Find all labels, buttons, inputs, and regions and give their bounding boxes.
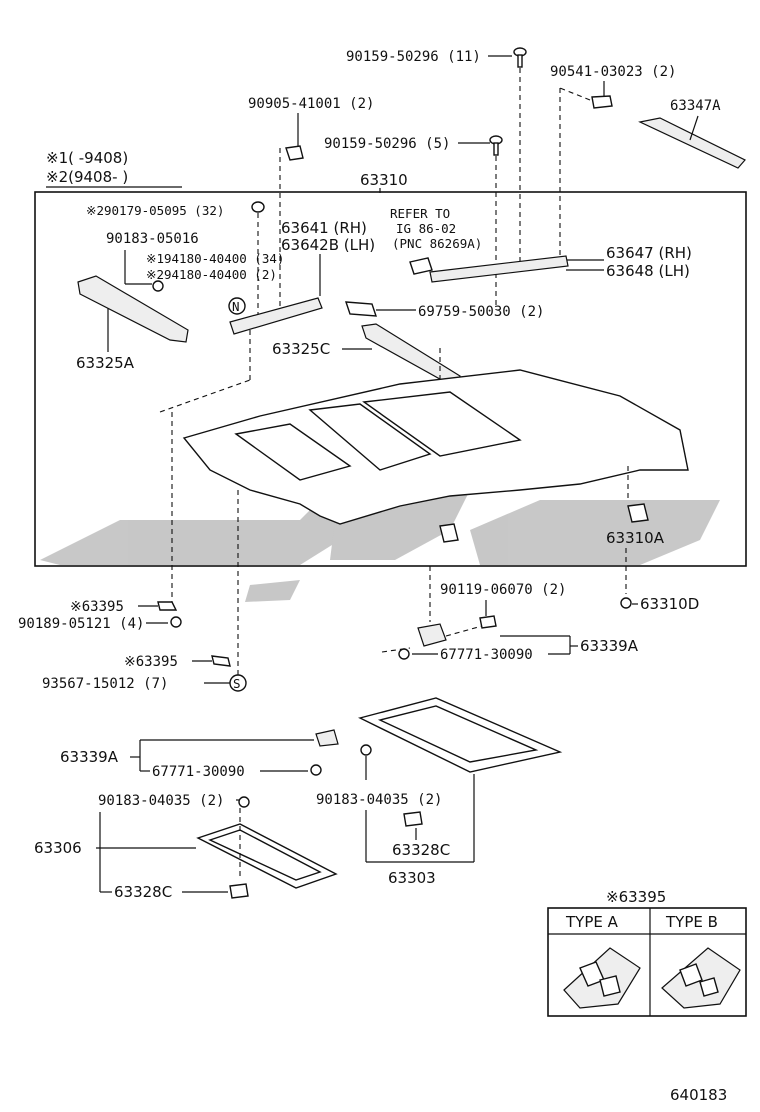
label-63306: 63306 bbox=[34, 839, 82, 857]
screw-icon bbox=[479, 615, 497, 629]
roof-headlining-63310 bbox=[182, 369, 689, 525]
weatherstrip-63347A bbox=[638, 117, 746, 169]
label-90189-05121: 90189-05121 (4) bbox=[18, 616, 144, 632]
label-63325A: 63325A bbox=[76, 354, 135, 372]
label-63303: 63303 bbox=[388, 869, 436, 887]
clip-icon bbox=[403, 811, 423, 827]
label-90183-04035-a: 90183-04035 (2) bbox=[98, 793, 224, 809]
sunroof-opening bbox=[234, 423, 352, 481]
clip-icon bbox=[310, 764, 322, 776]
note-2: ※2(9408- ) bbox=[46, 168, 128, 186]
screw-icon bbox=[513, 47, 527, 68]
clip-icon bbox=[627, 503, 649, 523]
label-90159-50296-11: 90159-50296 (11) bbox=[346, 49, 481, 65]
clip-icon bbox=[238, 796, 250, 808]
label-94180-34: ※194180-40400 (34) bbox=[146, 251, 284, 266]
leader-line bbox=[159, 379, 251, 413]
type-a-clip-icon bbox=[563, 947, 641, 1009]
refer-line-3: (PNC 86269A) bbox=[392, 236, 482, 251]
leader-line bbox=[559, 87, 591, 101]
label-63310: 63310 bbox=[360, 171, 408, 189]
type-a-label: TYPE A bbox=[565, 913, 619, 931]
label-90159-50296-5: 90159-50296 (5) bbox=[324, 136, 450, 152]
clip-icon bbox=[157, 601, 178, 611]
clip-icon bbox=[285, 145, 304, 161]
label-90183-05016: 90183-05016 bbox=[106, 231, 199, 247]
clip-icon bbox=[360, 744, 372, 756]
leader-line bbox=[381, 647, 411, 653]
bracket-63325A bbox=[77, 275, 189, 343]
leader-line bbox=[445, 625, 483, 637]
circle-s-label: S bbox=[233, 676, 241, 691]
clip-icon bbox=[152, 280, 164, 292]
refer-line-2: IG 86-02 bbox=[396, 221, 456, 236]
label-63395-2: ※63395 bbox=[124, 654, 178, 670]
label-67771-2: 67771-30090 bbox=[152, 764, 245, 780]
label-63310D: 63310D bbox=[640, 595, 699, 613]
label-63328C-a: 63328C bbox=[114, 883, 172, 901]
clip-icon bbox=[620, 597, 632, 609]
assembly-frame bbox=[34, 191, 747, 567]
type-table-title: ※63395 bbox=[606, 888, 666, 906]
sunshade-panel-63306 bbox=[196, 823, 338, 889]
label-63642B: 63642B (LH) bbox=[281, 236, 375, 254]
clip-icon bbox=[591, 95, 613, 109]
label-67771-1: 67771-30090 bbox=[440, 647, 533, 663]
label-94180-2: ※294180-40400 (2) bbox=[146, 267, 277, 282]
label-90541-03023: 90541-03023 (2) bbox=[550, 64, 676, 80]
label-63641: 63641 (RH) bbox=[281, 219, 367, 237]
label-63347A: 63347A bbox=[670, 98, 721, 114]
retainer-icon bbox=[409, 257, 433, 275]
watermark-logo bbox=[40, 490, 720, 602]
clip-icon bbox=[229, 883, 249, 899]
drip-molding-strip bbox=[429, 255, 569, 283]
assist-grip-holder bbox=[417, 623, 447, 647]
label-69759: 69759-50030 (2) bbox=[418, 304, 544, 320]
diagram-number: 640183 bbox=[670, 1086, 727, 1104]
circle-n-label: N bbox=[232, 299, 240, 314]
label-90905-41001: 90905-41001 (2) bbox=[248, 96, 374, 112]
screw-icon bbox=[489, 135, 503, 156]
label-63339A-2: 63339A bbox=[60, 748, 119, 766]
label-63328C-b: 63328C bbox=[392, 841, 450, 859]
sunroof-opening bbox=[362, 391, 522, 457]
label-63339A-1: 63339A bbox=[580, 637, 639, 655]
label-63310A: 63310A bbox=[606, 529, 665, 547]
label-90119-06070: 90119-06070 (2) bbox=[440, 582, 566, 598]
clip-icon bbox=[439, 523, 459, 543]
sunroof-opening bbox=[308, 403, 432, 471]
clip-icon bbox=[211, 655, 231, 667]
label-63395-1: ※63395 bbox=[70, 599, 124, 615]
label-90179-05095: ※290179-05095 (32) bbox=[86, 203, 224, 218]
label-93567-15012: 93567-15012 (7) bbox=[42, 676, 168, 692]
clip-icon bbox=[251, 201, 265, 213]
label-63647: 63647 (RH) bbox=[606, 244, 692, 262]
note-1: ※1( -9408) bbox=[46, 149, 128, 167]
label-90183-04035-b: 90183-04035 (2) bbox=[316, 792, 442, 808]
type-b-clip-icon bbox=[661, 947, 741, 1009]
reference-circle-n bbox=[228, 297, 246, 315]
refer-line-1: REFER TO bbox=[390, 206, 450, 221]
type-b-label: TYPE B bbox=[665, 913, 718, 931]
type-table bbox=[547, 907, 747, 1017]
label-63325C: 63325C bbox=[272, 340, 330, 358]
reference-circle-s bbox=[229, 674, 247, 692]
assist-grip-holder bbox=[315, 729, 339, 747]
label-63648: 63648 (LH) bbox=[606, 262, 690, 280]
bolt-icon bbox=[170, 616, 182, 628]
leader-line bbox=[689, 115, 699, 141]
sunshade-panel-63303 bbox=[358, 697, 563, 773]
assist-grip-rail bbox=[229, 297, 323, 335]
clip-icon bbox=[345, 301, 377, 317]
clip-icon bbox=[398, 648, 410, 660]
